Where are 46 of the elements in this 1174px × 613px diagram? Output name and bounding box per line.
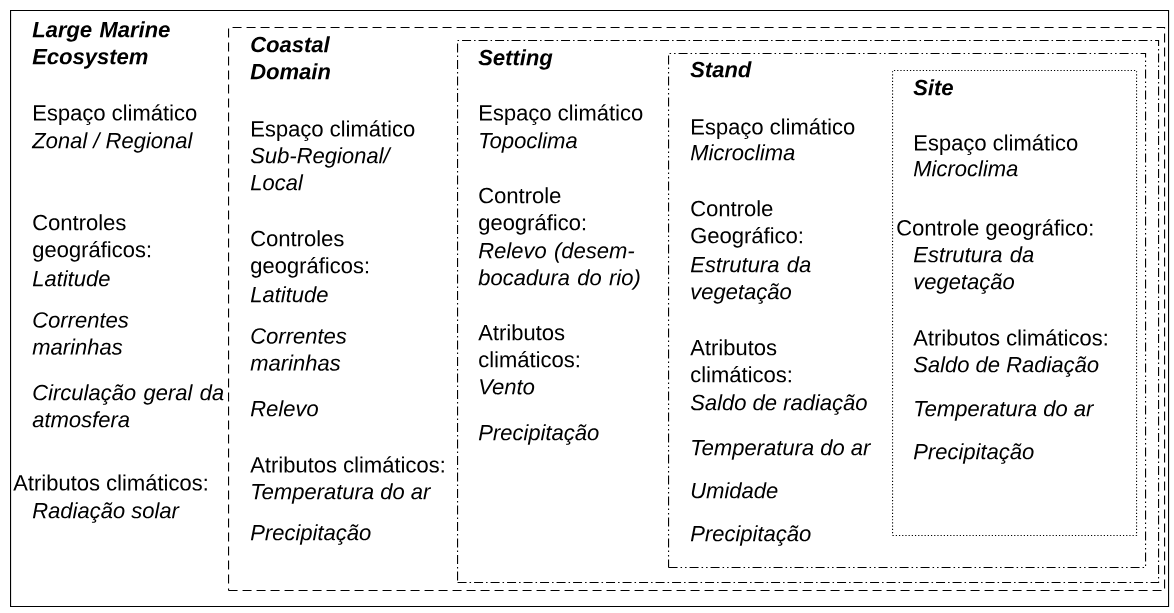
value-text: Relevo (desem- bocadura do rio) <box>478 242 640 290</box>
label-text: Controles geográficos: <box>251 230 369 278</box>
heading: Setting <box>478 49 553 70</box>
label-text: Espaço climático <box>252 120 415 142</box>
value-text: Relevo <box>250 400 318 417</box>
value-text: Saldo de Radiação <box>913 356 1099 377</box>
value-text: Temperatura do ar <box>915 400 1095 421</box>
value-text: Latitude <box>250 286 328 303</box>
value-text: Radiação solar <box>32 502 180 523</box>
label-text: Espaço climático <box>692 118 855 140</box>
value-text: Vento <box>480 379 535 395</box>
value-text: Microclima <box>913 160 1018 177</box>
label-text: Atributos climáticos: <box>690 339 791 383</box>
label-text: Atributos climáticos: <box>13 474 207 491</box>
label-text: Atributos climáticos: <box>250 456 444 473</box>
value-text: Saldo de radiação <box>690 394 867 415</box>
value-text: Circulação geral da atmosfera <box>32 384 224 428</box>
value-text: Umidade <box>691 482 778 499</box>
value-text: Estrutura da vegetação <box>690 256 811 304</box>
label-text: Atributos climáticos: <box>478 324 579 368</box>
value-text: Precipitação <box>478 424 599 445</box>
heading: Coastal Domain <box>250 36 331 80</box>
value-text: Temperatura do ar <box>252 483 432 504</box>
value-text: Latitude <box>32 270 110 287</box>
value-text: Temperatura do ar <box>692 439 872 460</box>
label-text: Controle geográfico: <box>479 187 586 235</box>
label-text: Controles geográficos: <box>33 214 151 262</box>
label-text: Espaço climático <box>915 134 1078 156</box>
value-text: Sub-Regional/ Local <box>250 147 392 191</box>
value-text: Microclima <box>690 144 795 161</box>
label-text: Espaço climático <box>480 104 643 126</box>
label-text: Atributos climáticos: <box>913 329 1107 346</box>
value-text: Precipitação <box>913 443 1034 464</box>
heading: Large Marine Ecosystem <box>32 21 170 69</box>
value-text: Estrutura da vegetação <box>913 246 1034 294</box>
value-text: Topoclima <box>480 132 577 153</box>
label-text: Controle geográfico: <box>897 219 1093 240</box>
label-text: Controle Geográfico: <box>691 200 802 248</box>
heading: Site <box>913 79 953 96</box>
value-text: Correntes marinhas <box>32 312 129 355</box>
value-text: Precipitação <box>250 524 371 545</box>
value-text: Precipitação <box>690 525 811 546</box>
label-text: Espaço climático <box>34 104 197 126</box>
heading: Stand <box>690 61 752 78</box>
value-text: Correntes marinhas <box>250 328 347 371</box>
value-text: Zonal / Regional <box>31 132 193 153</box>
